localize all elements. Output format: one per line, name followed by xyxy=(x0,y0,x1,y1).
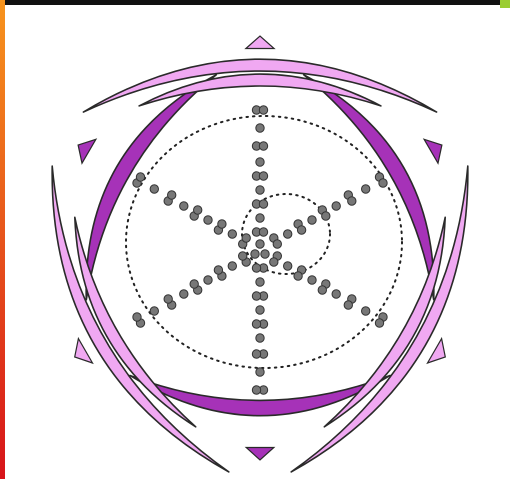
stamen-dot-40 xyxy=(362,307,370,315)
stamen-dot-47 xyxy=(252,292,260,300)
stamen-dot-84 xyxy=(136,173,144,181)
stamen-dot-59 xyxy=(228,262,236,270)
stamen-dot-37 xyxy=(332,290,340,298)
stamen-dot-56 xyxy=(252,386,260,394)
stamen-dot-70 xyxy=(133,313,141,321)
stamen-dot-79 xyxy=(180,202,188,210)
segment-cusp-2 xyxy=(424,139,442,163)
stamen-dot-23 xyxy=(332,202,340,210)
stamen-dot-67 xyxy=(164,295,172,303)
stamen-dot-19 xyxy=(297,226,305,234)
stamen-dot-3 xyxy=(256,214,264,222)
stamen-dot-53 xyxy=(252,350,260,358)
stamen-dot-68 xyxy=(150,307,158,315)
stamen-dot-62 xyxy=(204,276,212,284)
stamen-dot-75 xyxy=(218,220,226,228)
stamen-dot-17 xyxy=(284,230,292,238)
stamen-dot-64 xyxy=(190,280,198,288)
stamen-dot-42 xyxy=(375,319,383,327)
stamen-dot-6 xyxy=(256,186,264,194)
stamen-dot-82 xyxy=(150,185,158,193)
stamen-dot-65 xyxy=(180,290,188,298)
stamen-dot-54 xyxy=(256,368,264,376)
stamen-dot-8 xyxy=(259,172,267,180)
stamen-dot-12 xyxy=(256,124,264,132)
stamen-dot-30 xyxy=(270,258,278,266)
stamen-dot-73 xyxy=(228,230,236,238)
center-dot-1 xyxy=(256,240,264,248)
stamen-dot-81 xyxy=(168,191,176,199)
stamen-dot-58 xyxy=(239,252,247,260)
inner-segment-1 xyxy=(130,376,390,416)
stamen-dot-50 xyxy=(252,320,260,328)
stamen-dot-45 xyxy=(256,278,264,286)
stamen-dot-26 xyxy=(362,185,370,193)
stamen-dot-76 xyxy=(204,216,212,224)
segment-cusp-3 xyxy=(78,139,96,163)
stamen-dot-33 xyxy=(294,272,302,280)
stamen-dot-2 xyxy=(259,228,267,236)
stamen-dot-22 xyxy=(322,212,330,220)
stamen-dot-20 xyxy=(308,216,316,224)
center-dot-3 xyxy=(261,250,269,258)
stamen-dot-36 xyxy=(318,286,326,294)
stamen-dot-11 xyxy=(259,142,267,150)
center-dot-2 xyxy=(251,250,259,258)
stamen-dot-5 xyxy=(259,200,267,208)
stamen-dot-25 xyxy=(348,197,356,205)
stamen-dot-9 xyxy=(256,158,264,166)
segment-cusp-5 xyxy=(428,339,446,363)
stamen-dot-72 xyxy=(242,234,250,242)
segment-cusp-1 xyxy=(246,448,274,461)
stamen-dot-28 xyxy=(379,179,387,187)
stamen-dot-39 xyxy=(344,301,352,309)
stamen-dot-34 xyxy=(308,276,316,284)
stamen-dot-31 xyxy=(284,262,292,270)
stamen-dot-78 xyxy=(194,206,202,214)
stamen-dot-61 xyxy=(214,266,222,274)
segment-cusp-4 xyxy=(246,36,274,49)
stamen-dot-44 xyxy=(252,264,260,272)
segment-cusp-6 xyxy=(75,339,93,363)
stamen-dot-16 xyxy=(273,240,281,248)
stamen-dot-51 xyxy=(256,334,264,342)
stamen-dot-48 xyxy=(256,306,264,314)
stamen-dot-14 xyxy=(259,106,267,114)
